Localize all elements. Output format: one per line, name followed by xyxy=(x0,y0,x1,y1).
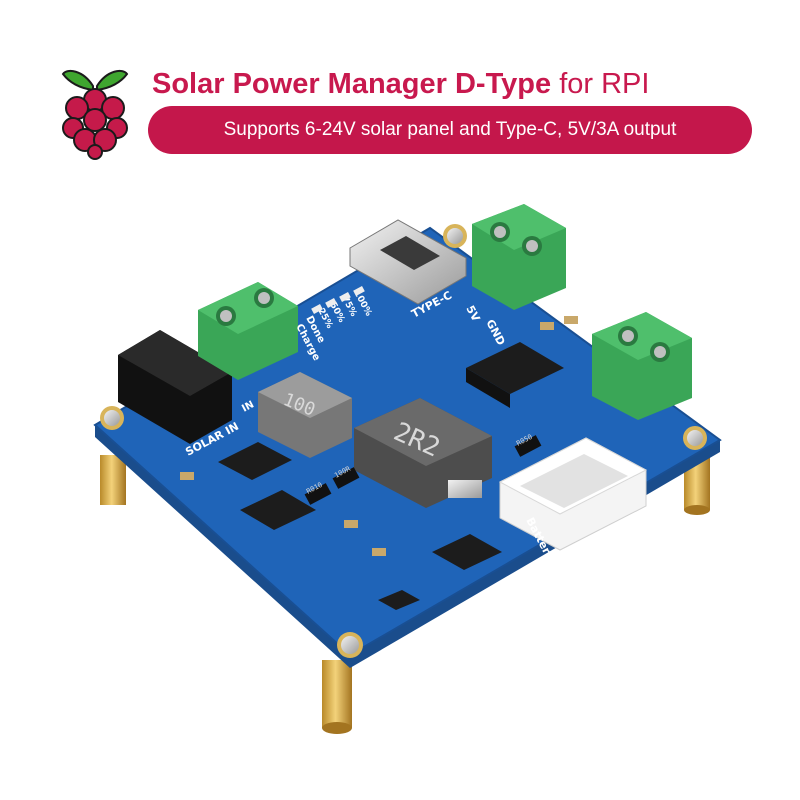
terminal-block-solar xyxy=(198,282,298,380)
label-in: IN xyxy=(240,399,256,414)
raspberry-pi-logo-icon xyxy=(61,69,129,160)
mounting-screws xyxy=(100,224,707,658)
ic-chips xyxy=(218,342,564,610)
usb-type-c-port xyxy=(349,219,467,305)
status-leds xyxy=(311,286,365,314)
feature-banner: Supports 6-24V solar panel and Type-C, 5… xyxy=(148,106,752,154)
title-suffix: for RPI xyxy=(559,68,650,100)
terminal-block-output xyxy=(592,312,692,420)
battery-connector xyxy=(498,437,648,551)
terminal-block-5v xyxy=(472,204,566,310)
page-title: Solar Power Manager D-Type for RPI xyxy=(152,66,752,102)
inductor-2r2: 2R2 xyxy=(354,398,492,508)
pcb-edge xyxy=(95,425,720,668)
title-product-name: Solar Power Manager D-Type xyxy=(152,68,552,100)
inductor-100: 100 xyxy=(258,372,352,458)
smd-resistors: R010 100R R050 xyxy=(180,316,578,556)
